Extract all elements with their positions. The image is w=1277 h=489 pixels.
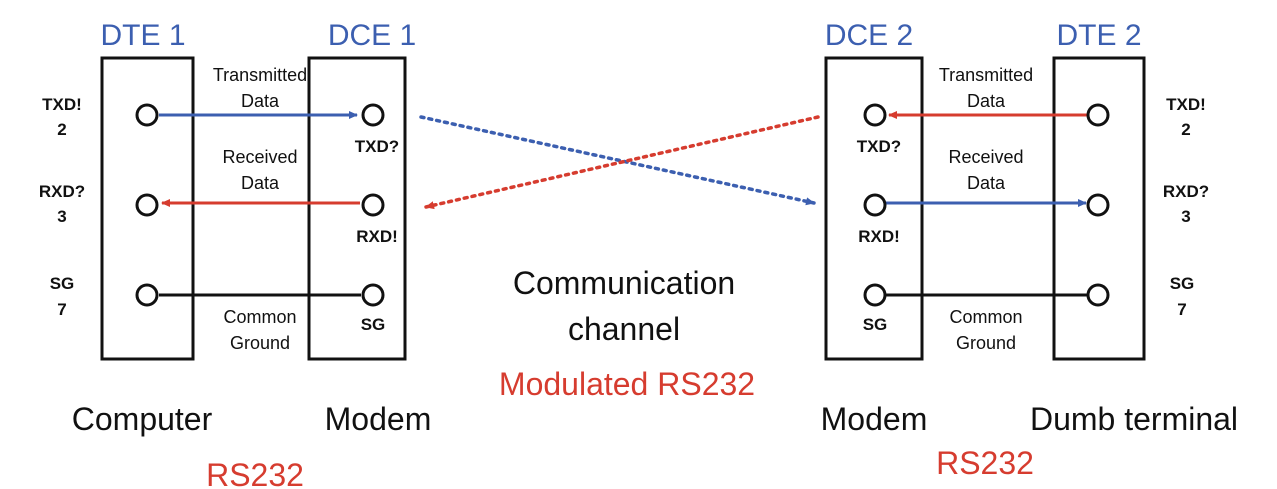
dce2-rxd-pin: [863, 193, 887, 217]
dce2-pin-sg-label: SG: [863, 315, 888, 334]
dte1-pin-rxd-number: 3: [57, 207, 66, 226]
left-standard-label: RS232: [206, 457, 304, 489]
channel-blue-dotted-line: [419, 115, 816, 206]
dce2-sg-pin: [863, 283, 887, 307]
dte2-pin-sg-label: SG: [1170, 274, 1195, 293]
left-wire-received-label-2: Data: [241, 173, 280, 193]
dte2-pin-txd-label: TXD!: [1166, 95, 1206, 114]
dce1-connector-box: [307, 56, 407, 361]
dte1-pin-rxd-label: RXD?: [39, 182, 85, 201]
left-dte-device-label: Computer: [72, 401, 213, 437]
dte1-rxd-pin: [135, 193, 159, 217]
right-wire-transmitted-label: Transmitted: [939, 65, 1033, 85]
dte2-pin-rxd-number: 3: [1181, 207, 1190, 226]
dce1-sg-pin: [361, 283, 385, 307]
right-wire-received-label: Received: [948, 147, 1023, 167]
right-wire-transmitted-label-2: Data: [967, 91, 1006, 111]
left-wire-ground-label-2: Ground: [230, 333, 290, 353]
right-wire-ground-label: Common: [949, 307, 1022, 327]
dte2-rxd-pin: [1086, 193, 1110, 217]
dte1-sg-pin: [135, 283, 159, 307]
right-wire-received-label-2: Data: [967, 173, 1006, 193]
right-standard-label: RS232: [936, 445, 1034, 481]
right-dte-device-label: Dumb terminal: [1030, 401, 1238, 437]
dte2-pin-txd-number: 2: [1181, 120, 1190, 139]
left-wire-ground-label: Common: [223, 307, 296, 327]
dte2-pin-rxd-label: RXD?: [1163, 182, 1209, 201]
right-dce-device-label: Modem: [821, 401, 928, 437]
dte1-connector-box: [100, 56, 195, 361]
dte2-txd-pin: [1086, 103, 1110, 127]
dte1-pin-sg-number: 7: [57, 300, 66, 319]
dce1-pin-sg-label: SG: [361, 315, 386, 334]
dce2-txd-pin: [863, 103, 887, 127]
dte1-pin-txd-number: 2: [57, 120, 66, 139]
left-wire-transmitted-label: Transmitted: [213, 65, 307, 85]
dte2-sg-pin: [1086, 283, 1110, 307]
dce1-rxd-pin: [361, 193, 385, 217]
dce1-pin-txd-label: TXD?: [355, 137, 399, 156]
right-wire-ground-label-2: Ground: [956, 333, 1016, 353]
dce2-pin-rxd-label: RXD!: [858, 227, 900, 246]
dce1-txd-pin: [361, 103, 385, 127]
dce2-connector-box: [824, 56, 924, 361]
left-wire-received-label: Received: [222, 147, 297, 167]
channel-label: Communication: [513, 265, 735, 301]
dce1-pin-rxd-label: RXD!: [356, 227, 398, 246]
dte1-txd-pin: [135, 103, 159, 127]
left-dce-device-label: Modem: [325, 401, 432, 437]
dte2-pin-sg-number: 7: [1177, 300, 1186, 319]
dte1-title: DTE 1: [100, 19, 185, 52]
left-wire-transmitted-label-2: Data: [241, 91, 280, 111]
dte2-title: DTE 2: [1056, 19, 1141, 52]
modulation-label: Modulated RS232: [499, 366, 755, 402]
channel-red-dotted-line: [424, 115, 820, 210]
dce2-pin-txd-label: TXD?: [857, 137, 901, 156]
channel-label-2: channel: [568, 311, 680, 347]
dte2-connector-box: [1052, 56, 1146, 361]
dce1-title: DCE 1: [328, 19, 416, 52]
dte1-pin-txd-label: TXD!: [42, 95, 82, 114]
dce2-title: DCE 2: [825, 19, 913, 52]
dte1-pin-sg-label: SG: [50, 274, 75, 293]
